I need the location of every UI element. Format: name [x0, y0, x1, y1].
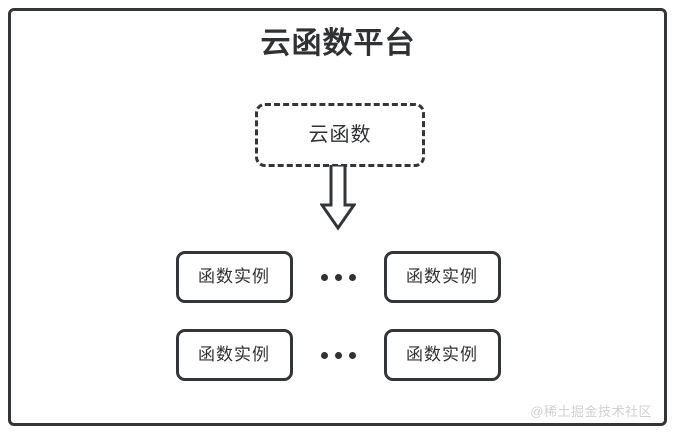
watermark: @稀土掘金技术社区 — [530, 404, 652, 419]
function-instance-label: 函数实例 — [198, 267, 270, 286]
ellipsis-dot — [334, 273, 342, 281]
ellipsis-icon — [293, 251, 384, 303]
function-instance-label: 函数实例 — [198, 345, 270, 364]
function-instance-label: 函数实例 — [406, 267, 478, 286]
function-instance-box: 函数实例 — [175, 251, 293, 303]
instance-row: 函数实例 函数实例 — [0, 251, 676, 303]
ellipsis-dot — [320, 351, 328, 359]
ellipsis-icon — [293, 329, 384, 381]
ellipsis-dot — [320, 273, 328, 281]
cloud-function-node: 云函数 — [255, 103, 425, 167]
function-instance-box: 函数实例 — [383, 251, 501, 303]
ellipsis-dot — [348, 351, 356, 359]
page-title: 云函数平台 — [260, 27, 416, 60]
ellipsis-dot — [348, 273, 356, 281]
function-instance-box: 函数实例 — [175, 329, 293, 381]
cloud-function-label: 云函数 — [308, 124, 372, 146]
instance-row: 函数实例 函数实例 — [0, 329, 676, 381]
function-instance-label: 函数实例 — [406, 345, 478, 364]
ellipsis-dot — [334, 351, 342, 359]
function-instance-box: 函数实例 — [383, 329, 501, 381]
down-block-arrow-icon — [320, 165, 356, 231]
